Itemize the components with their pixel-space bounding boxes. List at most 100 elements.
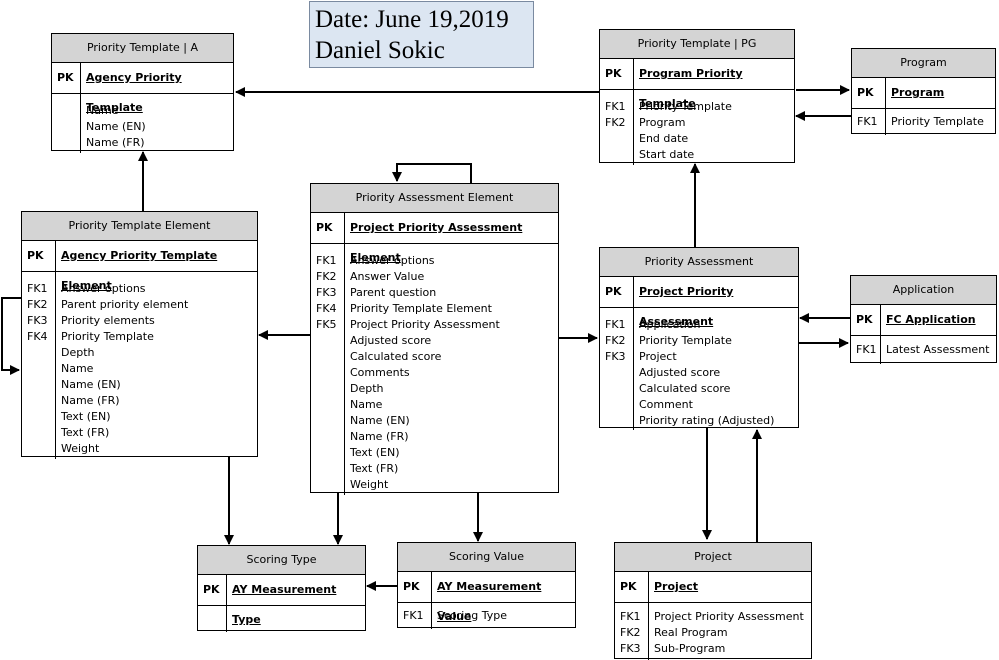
- key-column: FK1 FK2: [600, 90, 634, 165]
- attributes-section: FK1 FK2 FK3 FK4 Answer options Parent pr…: [22, 272, 257, 459]
- entity-title: Priority Template Element: [22, 212, 257, 241]
- pk-field: FC Application: [886, 313, 976, 326]
- attribute: Text (EN): [61, 410, 111, 423]
- attribute: Name: [86, 104, 119, 117]
- attribute-column: Scoring Type: [432, 603, 575, 629]
- attribute: Name: [350, 398, 383, 411]
- attribute: Weight: [350, 478, 389, 491]
- entity-priority-assessment[interactable]: Priority Assessment PK Project Priority …: [599, 247, 799, 430]
- attribute: Adjusted score: [639, 366, 721, 379]
- entity-title: Priority Assessment Element: [311, 184, 558, 213]
- attribute-column: Application Priority Template Project Ad…: [634, 308, 798, 430]
- attribute: Name (EN): [86, 120, 146, 133]
- attribute: Name: [61, 362, 94, 375]
- attribute: Priority elements: [61, 314, 155, 327]
- entity-title: Application: [851, 276, 996, 305]
- attribute: Scoring Type: [437, 609, 508, 622]
- fk-label: FK1: [856, 343, 877, 356]
- attribute: Priority Template: [639, 334, 732, 347]
- attributes-section: FK1 FK2 FK3 Project Priority Assessment …: [615, 603, 811, 660]
- pk-field: Project: [654, 580, 699, 593]
- attributes-section: FK1 Latest Assessment: [851, 336, 996, 364]
- fk-label: FK2: [27, 298, 48, 311]
- attribute: Weight: [61, 442, 100, 455]
- attribute: Priority rating (Adjusted): [639, 414, 775, 427]
- fk-label: FK2: [316, 270, 337, 283]
- attribute: Answer Value: [350, 270, 425, 283]
- key-column: FK1 FK2 FK3 FK4 FK5: [311, 244, 345, 495]
- key-column: FK1: [398, 603, 432, 629]
- entity-title: Priority Template | PG: [600, 30, 794, 59]
- attributes-section: Name Name (EN) Name (FR): [52, 94, 233, 153]
- attribute: Text (FR): [61, 426, 110, 439]
- attributes-section: [198, 606, 365, 632]
- attribute: Depth: [61, 346, 95, 359]
- pk-field: Agency Priority Template: [86, 71, 182, 114]
- pk-label: PK: [852, 78, 886, 108]
- entity-title: Project: [615, 543, 811, 572]
- fk-label: FK4: [27, 330, 48, 343]
- attribute: Text (EN): [350, 446, 400, 459]
- attribute: Project Priority Assessment: [654, 610, 804, 623]
- key-column: FK1 FK2 FK3: [615, 603, 649, 660]
- pk-label: PK: [600, 277, 634, 307]
- fk-label: FK2: [605, 334, 626, 347]
- attribute: Name (FR): [350, 430, 409, 443]
- pk-label: PK: [52, 63, 81, 93]
- attribute: Application: [639, 318, 701, 331]
- fk-label: FK1: [857, 115, 878, 128]
- pk-field: AY Measurement Value: [437, 580, 542, 623]
- key-column: [198, 606, 227, 632]
- attribute: Comments: [350, 366, 410, 379]
- entity-priority-assessment-element[interactable]: Priority Assessment Element PK Project P…: [310, 183, 559, 495]
- attribute: Program: [639, 116, 686, 129]
- fk-label: FK3: [316, 286, 337, 299]
- primary-key-section: PK Agency Priority Template: [52, 63, 233, 114]
- pk-label: PK: [311, 213, 345, 243]
- fk-label: FK2: [605, 116, 626, 129]
- entity-priority-template-a[interactable]: Priority Template | A PK Agency Priority…: [51, 33, 234, 153]
- pk-label: PK: [198, 575, 227, 605]
- fk-label: FK3: [27, 314, 48, 327]
- fk-label: FK1: [605, 100, 626, 113]
- attribute-column: Latest Assessment: [881, 336, 996, 364]
- attribute: Priority Template: [639, 100, 732, 113]
- fk-label: FK3: [605, 350, 626, 363]
- attribute-column: [227, 606, 365, 632]
- entity-scoring-type[interactable]: Scoring Type PK AY Measurement Type: [197, 545, 366, 632]
- entity-title: Program: [852, 49, 995, 78]
- entity-scoring-value[interactable]: Scoring Value PK AY Measurement Value FK…: [397, 542, 576, 629]
- key-column: FK1 FK2 FK3 FK4: [22, 272, 56, 459]
- pk-field: Program Priority Template: [639, 67, 743, 110]
- attribute-column: Answer options Parent priority element P…: [56, 272, 257, 459]
- entity-project[interactable]: Project PK Project FK1 FK2 FK3 Project P…: [614, 542, 812, 660]
- attributes-section: FK1 Priority Template: [852, 109, 995, 135]
- key-column: FK1 FK2 FK3: [600, 308, 634, 430]
- entity-priority-template-element[interactable]: Priority Template Element PK Agency Prio…: [21, 211, 258, 459]
- author-note: Date: June 19,2019 Daniel Sokic: [309, 1, 534, 68]
- attribute: Calculated score: [639, 382, 731, 395]
- pk-label: PK: [615, 572, 649, 602]
- entity-program[interactable]: Program PK Program FK1 Priority Template: [851, 48, 996, 135]
- fk-label: FK1: [605, 318, 626, 331]
- fk-label: FK5: [316, 318, 337, 331]
- attribute-column: Priority Template: [886, 109, 995, 135]
- primary-key-section: PK Program Priority Template: [600, 59, 794, 110]
- attribute-column: Name Name (EN) Name (FR): [81, 94, 233, 153]
- pk-field: Project Priority Assessment: [639, 285, 734, 328]
- attribute: Project Priority Assessment: [350, 318, 500, 331]
- entity-title: Scoring Type: [198, 546, 365, 575]
- attribute: Priority Template: [891, 115, 984, 128]
- attribute: Priority Template Element: [350, 302, 492, 315]
- connector-assessment-element-self: [392, 163, 472, 183]
- primary-key-section: PK Project: [615, 572, 811, 603]
- pk-label: PK: [600, 59, 634, 89]
- entity-application[interactable]: Application PK FC Application FK1 Latest…: [850, 275, 997, 364]
- attribute: Answer options: [61, 282, 146, 295]
- primary-key-section: PK Program: [852, 78, 995, 109]
- entity-priority-template-pg[interactable]: Priority Template | PG PK Program Priori…: [599, 29, 795, 165]
- attribute: Comment: [639, 398, 693, 411]
- note-date: Date: June 19,2019: [315, 6, 509, 33]
- attribute: Project: [639, 350, 677, 363]
